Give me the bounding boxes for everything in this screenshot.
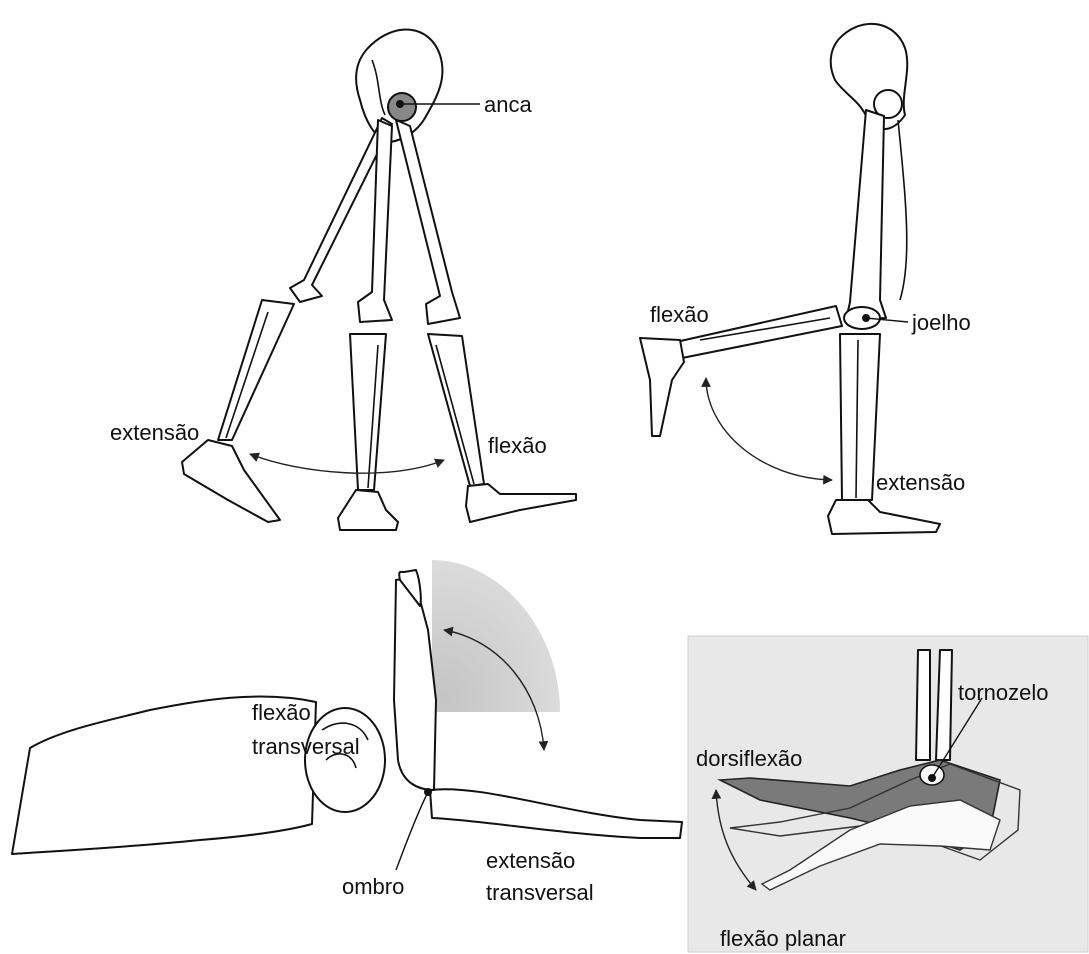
hip-extension-label: extensão [110,420,199,445]
shoulder-joint-label: ombro [342,874,404,899]
knee-extension-label: extensão [876,470,965,495]
femur-side [846,110,886,320]
foot-right [466,484,576,522]
foot-left [182,440,280,522]
right-arm-horizontal [430,789,682,838]
knee-flexion-label: flexão [650,302,709,327]
knee-motion-arrow [706,378,832,480]
shoulder-flexion-label-2: transversal [252,734,360,759]
knee-joint-label: joelho [911,310,971,335]
lower-leg-straight [840,334,880,500]
knee-panel: joelho flexão extensão [640,24,971,534]
hip-flexion-label: flexão [488,433,547,458]
shoulder-extension-label-1: extensão [486,848,575,873]
shoulder-motion-shade [432,560,560,712]
foot-straight [828,500,940,534]
femur-right [396,120,460,324]
shoulder-flexion-label-1: flexão [252,700,311,725]
foot-flexed [640,338,684,436]
ankle-dorsiflexion-label: dorsiflexão [696,746,802,771]
ankle-panel: tornozelo dorsiflexão flexão planar [688,636,1088,952]
shoulder-extension-label-2: transversal [486,880,594,905]
hip-panel: anca extensão flexão [110,30,576,530]
hip-motion-arrow [250,454,444,473]
ankle-joint-label: tornozelo [958,680,1049,705]
tibia-left [218,300,294,440]
tibia-center [350,334,386,490]
right-arm-raised [394,578,436,790]
ankle-plantar-flexion-label: flexão planar [720,926,846,951]
foot-center [338,490,398,530]
shoulder-panel: ombro flexão transversal extensão transv… [12,560,682,905]
hip-joint-label: anca [484,92,532,117]
